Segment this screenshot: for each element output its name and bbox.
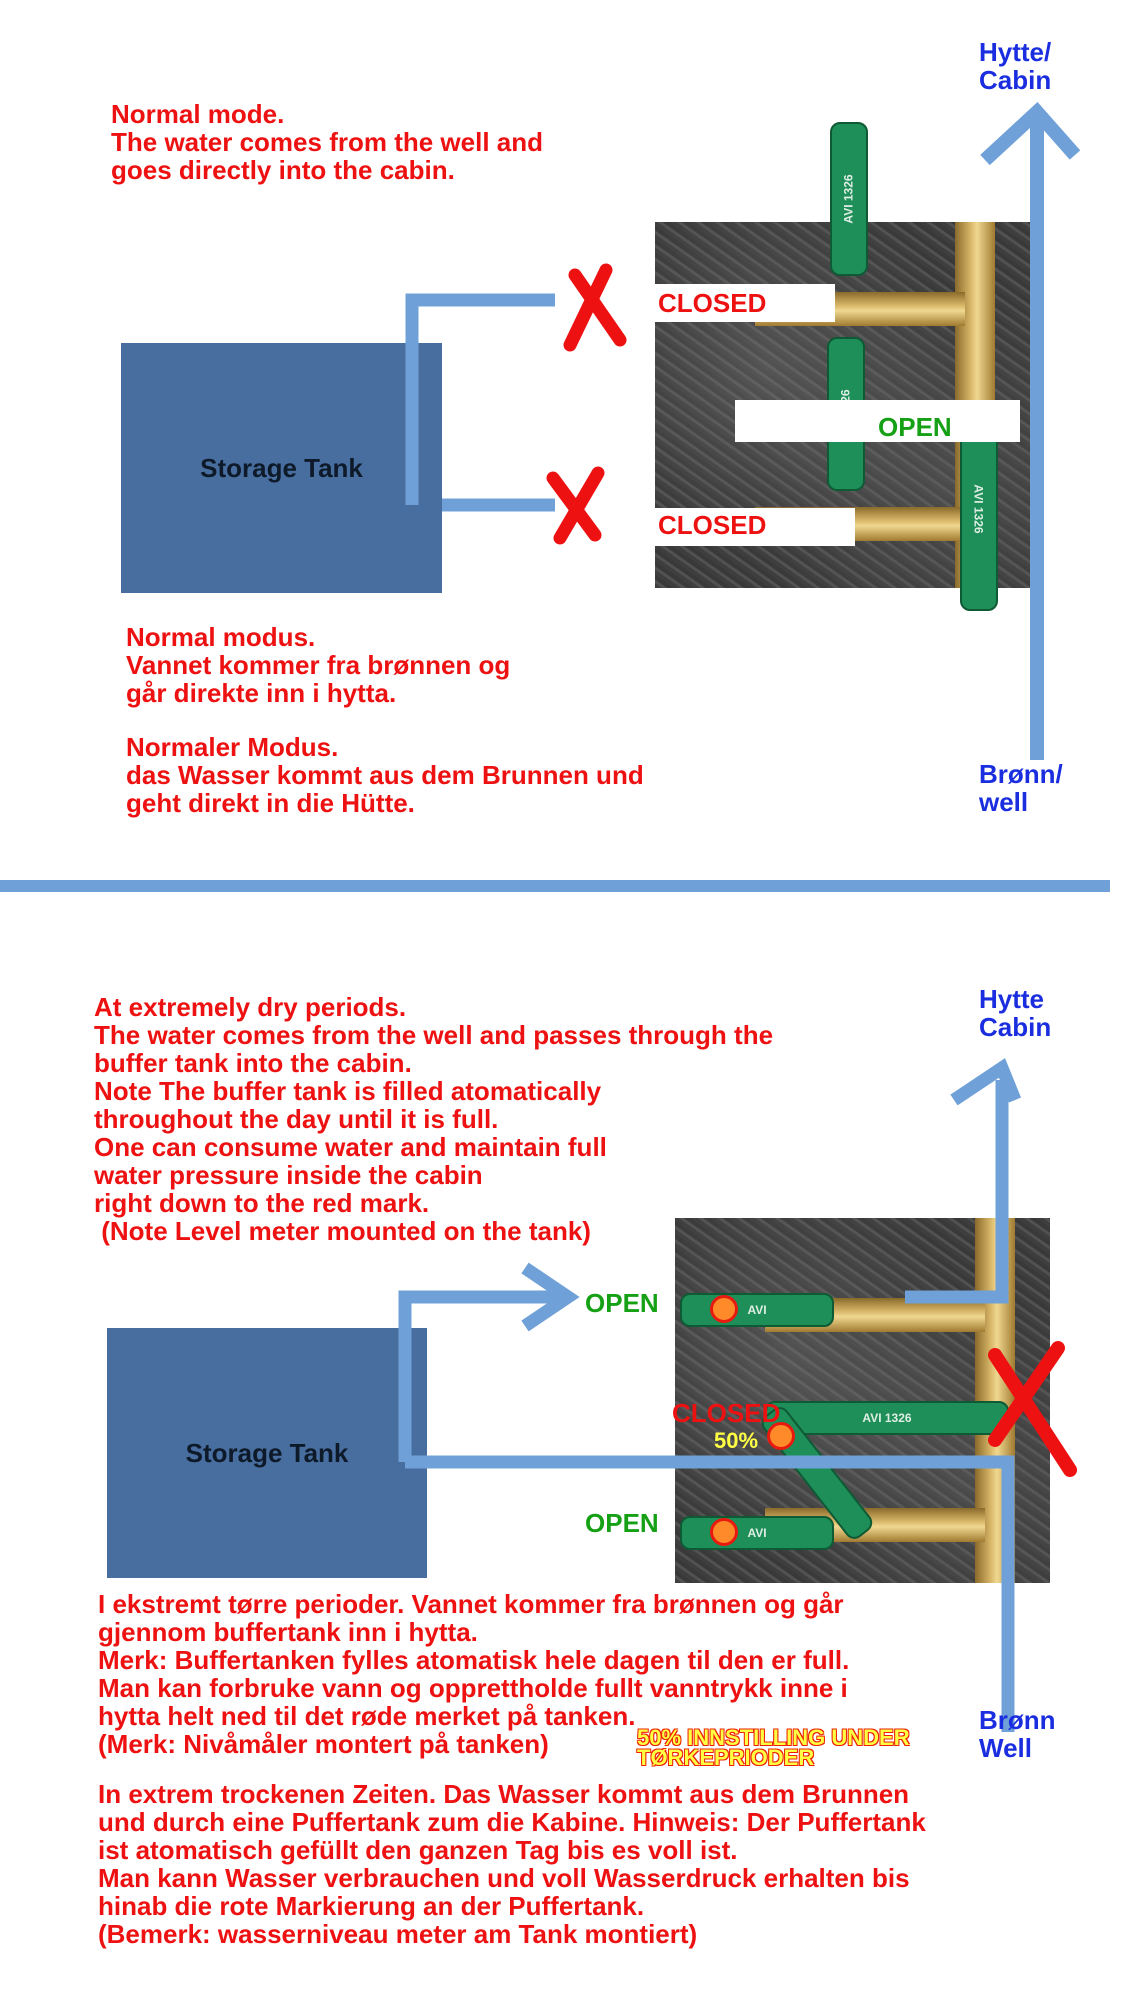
bottom-german-text: In extrem trockenen Zeiten. Das Wasser k… bbox=[98, 1780, 926, 1948]
bottom-source-label: Brønn Well bbox=[979, 1706, 1056, 1762]
bottom-warning-label: 50% INNSTILLING UNDER TØRKEPRIODER bbox=[637, 1728, 910, 1768]
bottom-cabin-feed-pipe bbox=[905, 1080, 1002, 1297]
bottom-x-mark-icon bbox=[995, 1348, 1070, 1470]
bottom-destination-label: Hytte Cabin bbox=[979, 985, 1051, 1041]
